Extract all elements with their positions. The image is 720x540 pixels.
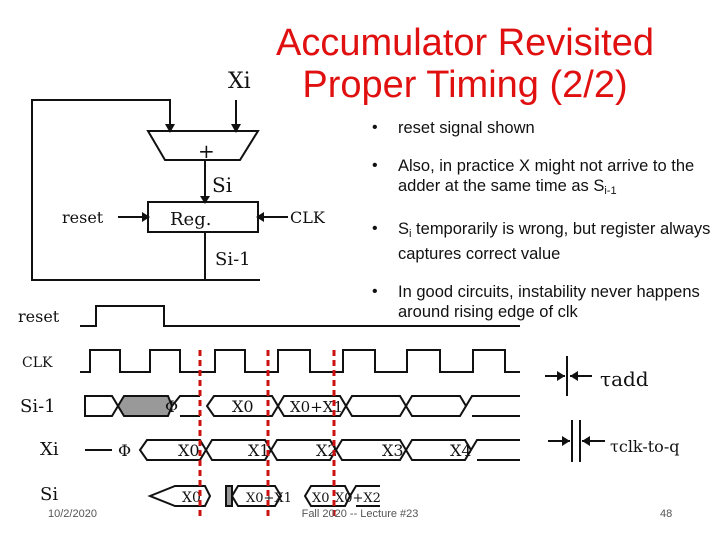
bullet-item: In good circuits, instability never happ…	[372, 282, 717, 322]
xi-value-phi: Φ	[118, 441, 131, 460]
xi-value-x0: X0	[178, 441, 200, 460]
si-value-x0x1: X0+X1	[246, 491, 292, 506]
bullet-item: Also, in practice X might not arrive to …	[372, 156, 717, 201]
title-line-1: Accumulator Revisited	[275, 22, 655, 64]
bullet-prefix: S	[398, 220, 410, 238]
si-value-x0x2: X0+X2	[335, 491, 381, 506]
wave-xi	[85, 439, 520, 461]
row-label-clk: CLK	[22, 355, 53, 371]
label-xi: Xi	[228, 69, 251, 94]
timing-diagram: reset CLK Si-1 Xi Si Φ X0 X0+X1	[18, 305, 679, 520]
label-si-minus-1: Si-1	[215, 249, 251, 270]
row-label-si-minus-1: Si-1	[20, 396, 56, 417]
bullet-item: reset signal shown	[372, 118, 717, 138]
bullet-list: reset signal shown Also, in practice X m…	[372, 118, 717, 340]
row-label-si: Si	[40, 484, 58, 505]
label-reset: reset	[62, 208, 104, 227]
si1-value-phi: Φ	[165, 397, 178, 416]
bullet-text: reset signal shown	[398, 119, 535, 137]
bullet-text: In good circuits, instability never happ…	[398, 283, 700, 321]
si1-value-x0x1: X0+X1	[290, 398, 343, 416]
si1-value-x0: X0	[232, 397, 254, 416]
row-label-xi: Xi	[40, 439, 59, 460]
timing-legend	[545, 356, 605, 462]
bullet-text: Also, in practice X might not arrive to …	[398, 157, 695, 195]
circuit-arrows	[142, 124, 264, 222]
xi-value-x2: X2	[316, 441, 338, 460]
timing-legend-arrows	[557, 371, 590, 446]
wave-si	[147, 485, 380, 507]
footer-page-number: 48	[660, 508, 673, 520]
xi-value-x1: X1	[248, 441, 270, 460]
title-line-2: Proper Timing (2/2)	[302, 64, 628, 106]
clock-edge-markers	[198, 350, 336, 520]
label-plus: +	[198, 139, 215, 163]
si-value-x0b: X0	[312, 491, 330, 506]
xi-value-x4: X4	[450, 441, 472, 460]
legend-tau-add: τadd	[600, 367, 649, 391]
bullet-subscript: i-1	[604, 185, 617, 197]
label-reg: Reg.	[170, 209, 211, 230]
bullet-text: temporarily is wrong, but register alway…	[398, 220, 711, 263]
legend-tau-clk-to-q: τclk-to-q	[610, 437, 679, 456]
bullet-subscript: i	[409, 228, 412, 240]
footer-lecture: Fall 2020 -- Lecture #23	[301, 508, 419, 520]
wave-si-minus-1	[84, 395, 520, 417]
footer-date: 10/2/2020	[48, 508, 97, 520]
wave-clk	[80, 349, 520, 373]
slide-title: Accumulator Revisited Proper Timing (2/2…	[250, 22, 680, 106]
row-label-reset: reset	[18, 307, 60, 326]
si-value-x0: X0	[182, 490, 201, 506]
label-si: Si	[212, 173, 232, 197]
label-clk: CLK	[290, 208, 326, 227]
wave-reset	[80, 305, 520, 327]
xi-value-x3: X3	[382, 441, 404, 460]
bullet-item: Si temporarily is wrong, but register al…	[372, 219, 717, 264]
